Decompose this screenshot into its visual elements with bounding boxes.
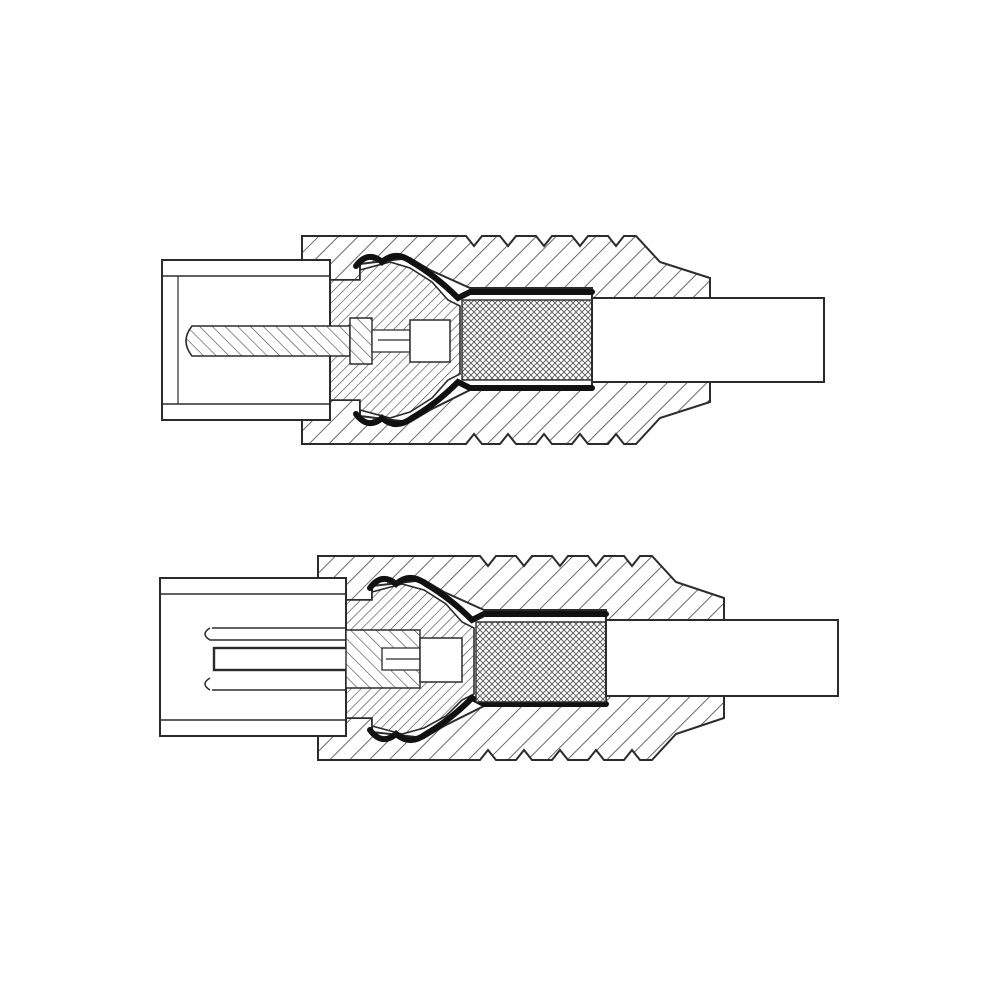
female-socket-crimp-ferrule <box>367 575 609 743</box>
female-socket-sleeve-opening <box>212 646 364 672</box>
male-plug-braid-shield <box>461 299 593 381</box>
female-socket-cable-jacket <box>605 619 839 697</box>
male-plug-center-pin <box>185 325 351 357</box>
male-plug-pin-contact <box>371 329 411 353</box>
female-socket-split-sleeve <box>204 627 346 691</box>
female-socket-braid-shield <box>475 621 607 703</box>
male-plug-crimp-ferrule <box>353 253 595 427</box>
female-socket-connector <box>159 555 839 761</box>
male-plug-cable-jacket <box>591 297 825 383</box>
male-plug-pin-collar <box>349 317 373 365</box>
male-plug-connector <box>161 235 825 445</box>
